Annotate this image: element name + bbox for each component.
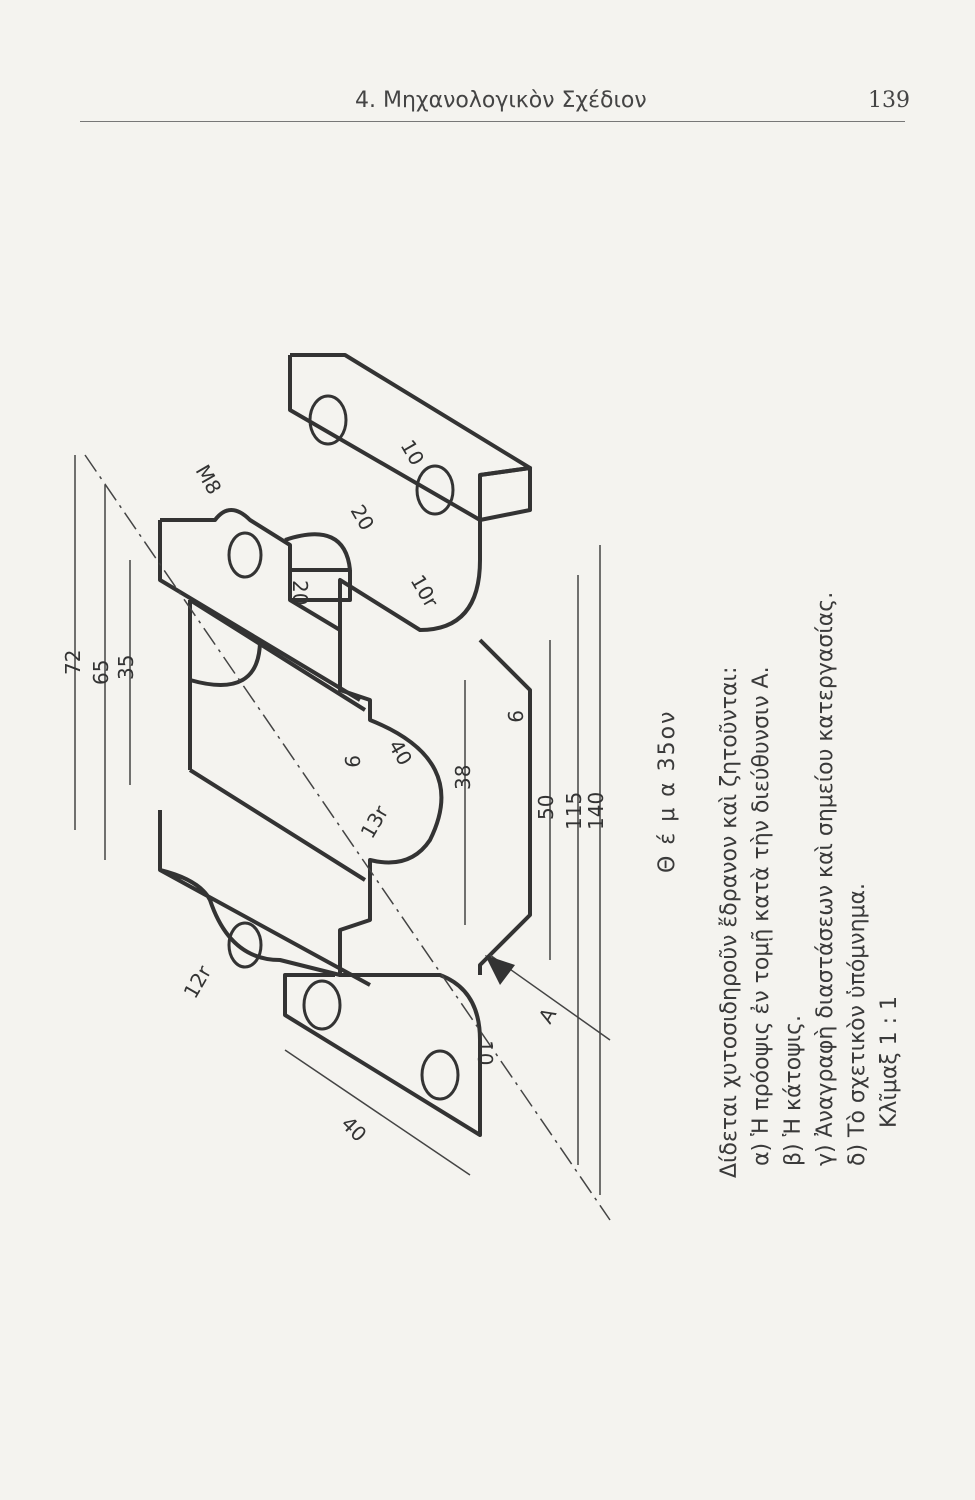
base-plate-outline: [283, 353, 532, 1137]
chapter-title: 4. Μηχανολογικὸν Σχέδιον: [355, 88, 647, 113]
hole-bottom-right: [420, 1049, 460, 1101]
bore-cutout: [188, 598, 367, 882]
dim-40: 40: [384, 736, 418, 770]
exercise-item-d: δ) Τὸ σχετικὸν ὑπόμνημα.: [845, 882, 870, 1166]
dim-12r: 12r: [179, 961, 217, 1003]
dim-20a: 20: [346, 501, 380, 535]
lug-20: [284, 532, 352, 602]
hole-top: [308, 394, 348, 446]
dim-50: 50: [534, 795, 558, 820]
dim-9a: 9: [340, 755, 364, 768]
exercise-scale: Κλῖμαξ 1 : 1: [877, 995, 902, 1128]
dim-10: 10: [396, 436, 430, 470]
dim-72: 72: [61, 650, 85, 675]
dim-115: 115: [562, 792, 586, 830]
section-arrow-icon: [485, 955, 515, 985]
dim-10b: 10: [473, 1040, 497, 1065]
exercise-item-c: γ) Ἀναγραφὴ διαστάσεων καὶ σημείου κατερ…: [813, 591, 838, 1166]
base-plate-edge: [288, 355, 532, 522]
dim-35: 35: [114, 655, 138, 680]
hole-12r: [227, 921, 263, 969]
dim-38: 38: [451, 765, 475, 790]
exercise-item-b: β) Ἡ κάτοψις.: [781, 1014, 806, 1166]
hole-10: [415, 464, 455, 516]
exercise-title: Θ έ μ α 35ον: [655, 709, 680, 873]
dim-65: 65: [89, 660, 113, 685]
dim-140: 140: [584, 792, 608, 830]
dim-m8: M8: [191, 461, 227, 499]
hole-bottom-left: [302, 979, 342, 1031]
header-rule: [80, 121, 905, 122]
section-label-a: A: [534, 1003, 562, 1027]
hole-m8: [227, 531, 263, 579]
dim-20b: 20: [288, 580, 312, 605]
page-number: 139: [868, 88, 910, 113]
dim-10r: 10r: [406, 571, 444, 613]
dim-9b: 9: [503, 710, 527, 723]
dim-40b: 40: [336, 1112, 371, 1147]
right-edge: [478, 638, 532, 975]
exercise-item-a: α) Ἡ πρόοψις ἐν τομῇ κατὰ τὴν διεύθυνσιν…: [749, 666, 774, 1166]
exercise-intro: Δίδεται χυτοσιδηροῦν ἔδρανον καὶ ζητοῦντ…: [717, 666, 742, 1178]
dim-13r: 13r: [356, 801, 394, 843]
exercise-text: Θ έ μ α 35ον Δίδεται χυτοσιδηροῦν ἔδρανο…: [652, 591, 906, 1178]
upper-block-outline: [158, 508, 371, 987]
